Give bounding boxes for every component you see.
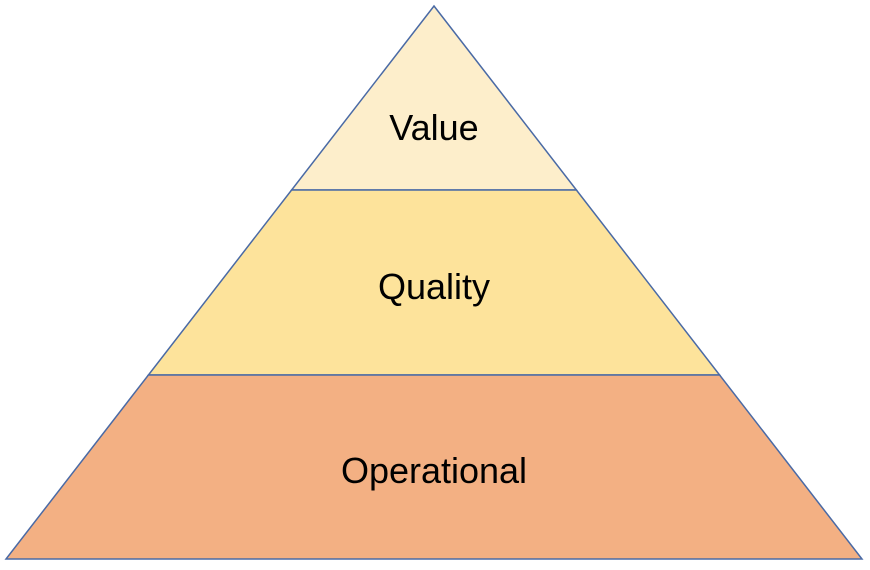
pyramid-layer-quality: Quality bbox=[146, 189, 722, 376]
layer-value-label: Value bbox=[389, 107, 478, 148]
layer-operational-label: Operational bbox=[341, 450, 527, 491]
layer-operational-shape bbox=[4, 374, 864, 560]
pyramid-layer-value: Value bbox=[290, 4, 578, 191]
layer-quality-label: Quality bbox=[378, 266, 490, 307]
pyramid-layer-operational: Operational bbox=[4, 374, 864, 560]
layer-value-shape bbox=[290, 4, 578, 191]
